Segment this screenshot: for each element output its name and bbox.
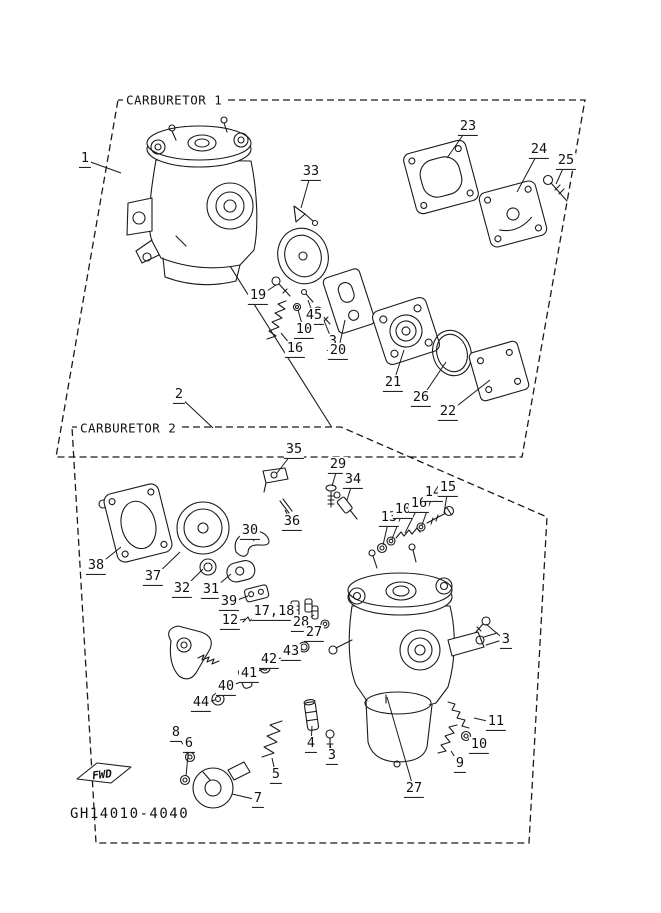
pump-cover-drawing bbox=[277, 227, 329, 285]
gasket-23-drawing bbox=[403, 139, 479, 215]
plate-39-drawing bbox=[243, 584, 270, 603]
washer-10-top-drawing bbox=[292, 302, 302, 312]
spring-16-drawing bbox=[266, 300, 287, 340]
spring-12-drawing bbox=[242, 614, 265, 623]
washer-41-drawing bbox=[259, 662, 271, 674]
leader-line-31 bbox=[210, 573, 232, 592]
needle-valve-34-drawing bbox=[333, 491, 358, 520]
oring-26-drawing bbox=[432, 329, 472, 377]
leader-line-13 bbox=[382, 518, 390, 546]
needle-33-drawing bbox=[293, 205, 319, 227]
screw-19-drawing bbox=[271, 276, 291, 297]
leader-line-33 bbox=[300, 172, 312, 209]
assembly-box-1 bbox=[55, 99, 586, 458]
leader-line-28 bbox=[300, 614, 315, 625]
screw-29-drawing bbox=[325, 484, 337, 508]
leader-line-45 bbox=[307, 299, 315, 318]
drawing-number: GH14010-4040 bbox=[70, 806, 190, 822]
plate-20-drawing bbox=[322, 268, 376, 334]
screw-3-top-drawing bbox=[313, 306, 331, 325]
leader-line-39 bbox=[228, 595, 249, 604]
ring-8-drawing bbox=[184, 751, 196, 763]
leader-line-11 bbox=[473, 717, 497, 724]
cover-24-drawing bbox=[478, 180, 548, 248]
throttle-cam-drawing bbox=[168, 625, 220, 680]
carburetor1-assembly-drawing bbox=[126, 116, 332, 427]
leader-line-10 bbox=[297, 309, 305, 332]
leader-line-34 bbox=[346, 480, 354, 501]
pin-45-drawing bbox=[300, 288, 314, 303]
oring-43-drawing bbox=[298, 641, 310, 653]
leader-line-3 bbox=[485, 623, 507, 642]
cover-22-drawing bbox=[468, 340, 530, 402]
needle-jet-40-drawing bbox=[237, 667, 253, 689]
leader-line-9 bbox=[450, 750, 461, 766]
leader-line-26 bbox=[420, 361, 447, 400]
float-arm-30-drawing bbox=[234, 530, 270, 557]
leader-line-42 bbox=[268, 656, 286, 662]
spring-11-drawing bbox=[447, 701, 470, 729]
leader-line-29 bbox=[331, 465, 339, 487]
washer-10-bottom-drawing bbox=[460, 730, 472, 742]
screw-3-right-drawing bbox=[474, 616, 491, 634]
parts-art-layer: FWD bbox=[76, 116, 568, 809]
jet-28-drawing bbox=[311, 605, 319, 620]
leader-line-40 bbox=[225, 680, 244, 689]
spring-5-drawing bbox=[261, 720, 283, 758]
leader-line-8 bbox=[175, 733, 190, 754]
leader-line-37 bbox=[152, 551, 181, 579]
nozzle-4-drawing bbox=[303, 699, 320, 731]
jets-17-18-drawing bbox=[290, 598, 313, 617]
pin-36-drawing bbox=[279, 498, 293, 514]
screw-3-bottom-drawing bbox=[325, 729, 335, 751]
leader-line-2 bbox=[178, 395, 214, 429]
leader-line-5 bbox=[271, 757, 277, 777]
leader-line-17-18 bbox=[273, 610, 293, 614]
ring-32-drawing bbox=[199, 558, 217, 576]
leader-line-27 bbox=[386, 696, 415, 791]
leader-line-10 bbox=[391, 510, 404, 540]
spring-9-drawing bbox=[437, 724, 458, 754]
leader-line-10 bbox=[467, 737, 480, 747]
leader-line-25 bbox=[555, 161, 567, 185]
plug-27-upper-drawing bbox=[320, 619, 330, 629]
leader-line-41 bbox=[248, 668, 264, 676]
leader-line-7 bbox=[231, 793, 259, 801]
leader-line-27 bbox=[313, 625, 325, 635]
leader-line-19 bbox=[257, 284, 277, 298]
fwd-flag: FWD bbox=[76, 762, 132, 784]
ring-6-drawing bbox=[179, 774, 191, 786]
screw-25-drawing bbox=[542, 174, 568, 202]
fwd-label: FWD bbox=[91, 767, 113, 782]
pump-body-21-drawing bbox=[371, 296, 441, 366]
leader-line-1 bbox=[84, 159, 122, 174]
leader-line-32 bbox=[181, 568, 204, 591]
diaphragm-37-drawing bbox=[176, 501, 230, 555]
gasket-38-drawing bbox=[103, 483, 173, 563]
float-31-drawing bbox=[226, 560, 256, 583]
cover-7-drawing bbox=[192, 761, 251, 809]
washer-42-drawing bbox=[281, 649, 293, 661]
bracket-35-drawing bbox=[262, 467, 289, 493]
plug-44-drawing bbox=[211, 692, 225, 706]
pilot-screw-set-drawing bbox=[376, 505, 455, 554]
carburetor2-assembly-drawing bbox=[328, 543, 500, 768]
leader-line-16 bbox=[280, 332, 296, 351]
